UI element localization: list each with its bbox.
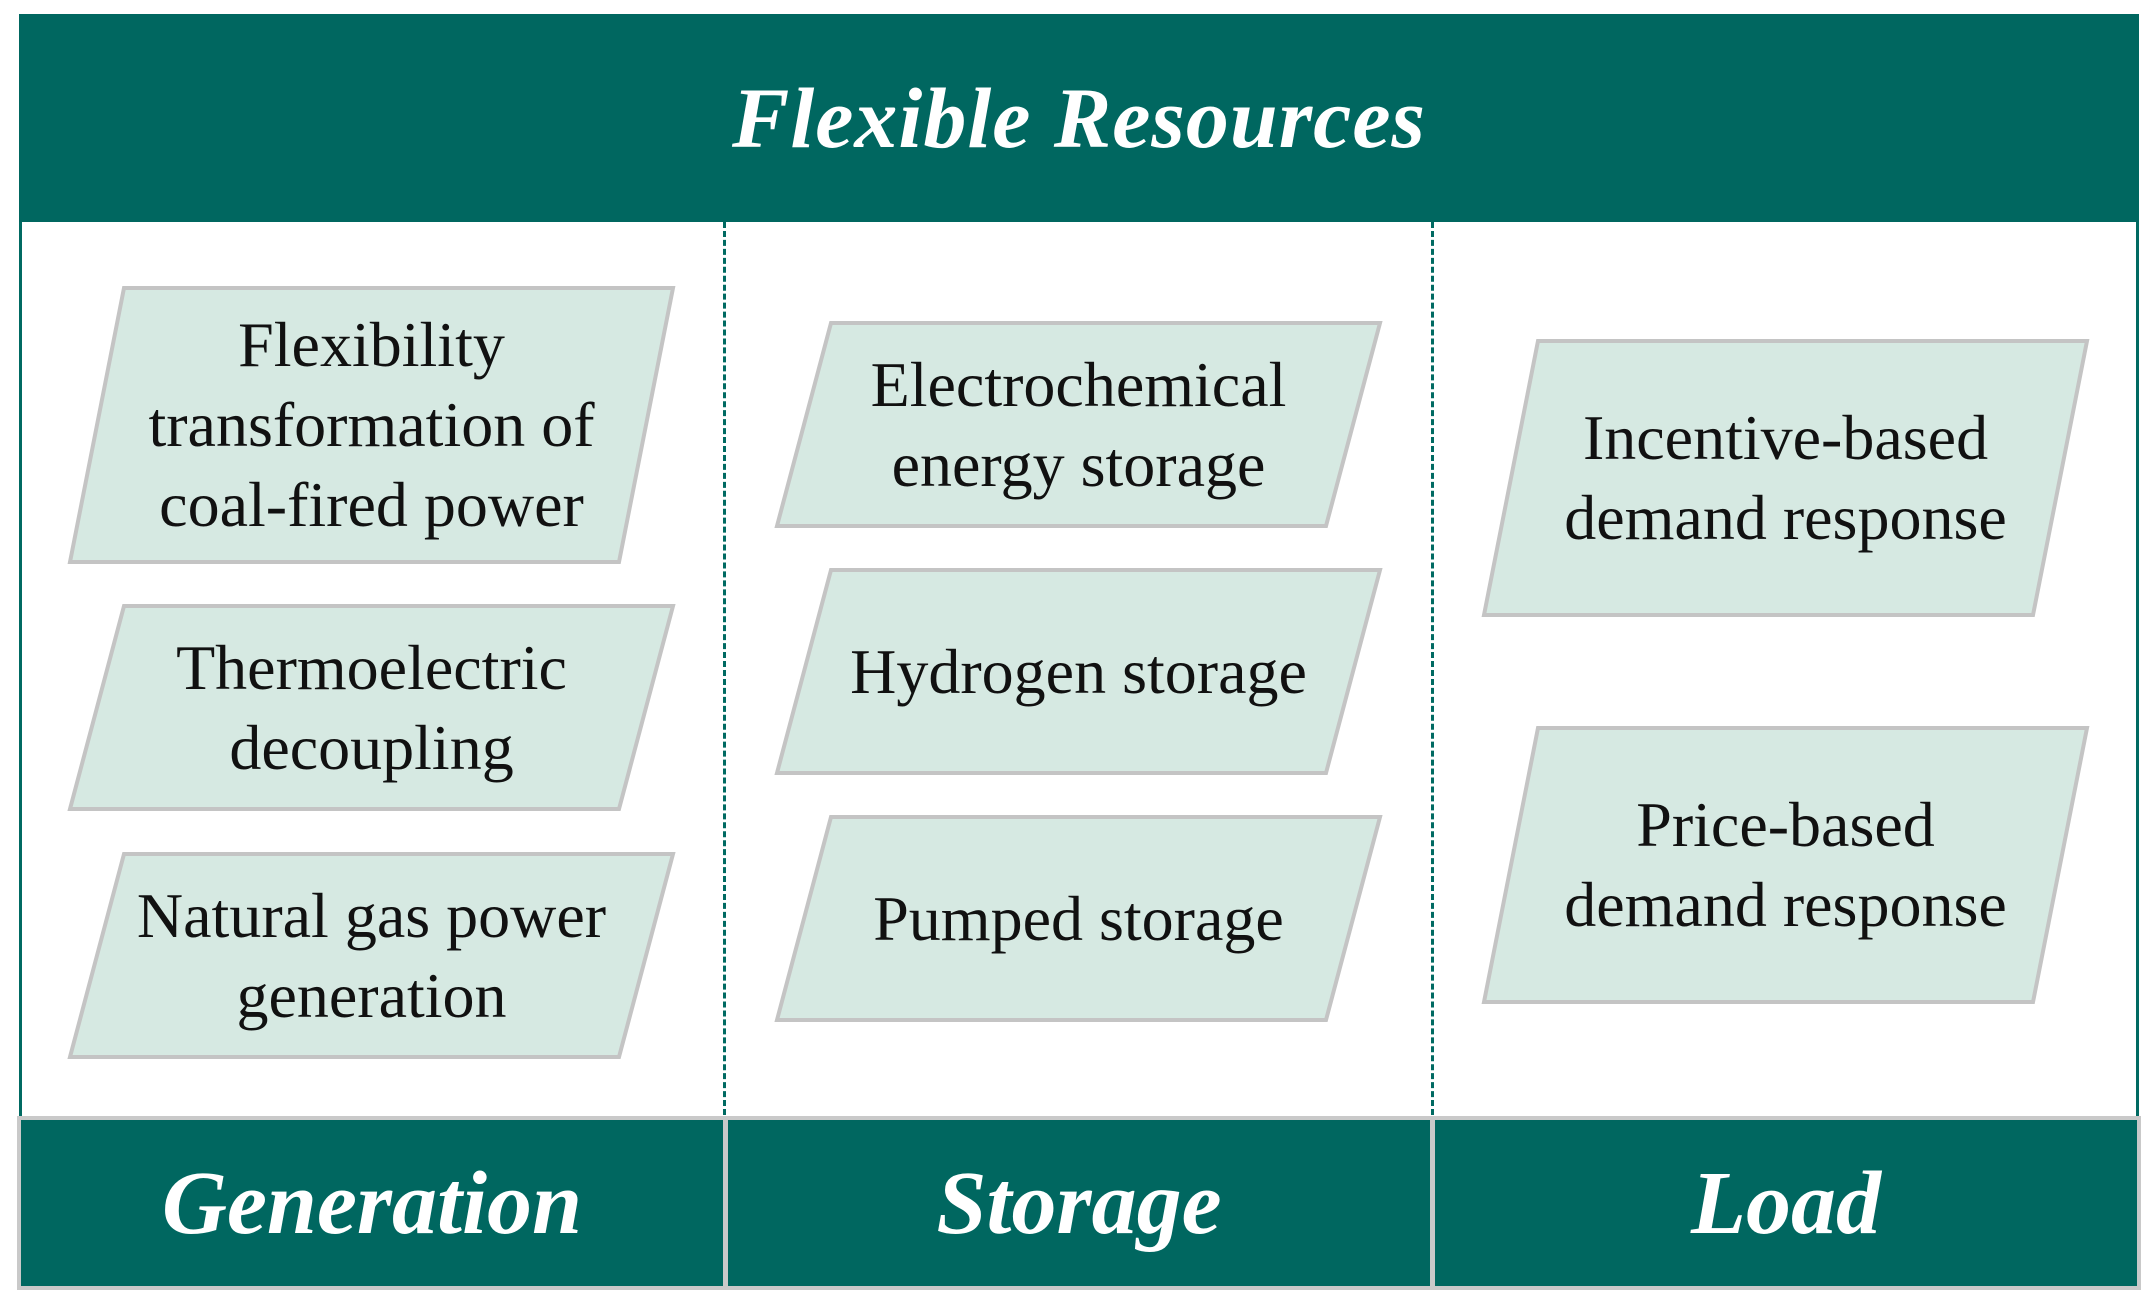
- resource-box-incentive-demand-response: Incentive-based demand response: [1481, 339, 2090, 617]
- diagram-title: Flexible Resources: [732, 70, 1426, 166]
- category-label: Storage: [936, 1153, 1222, 1253]
- category-load: Load: [1431, 1116, 2141, 1290]
- resource-box-coal-flexibility: Flexibility transformation of coal-fired…: [67, 286, 676, 564]
- resource-label: Incentive-based demand response: [1564, 402, 2007, 553]
- title-bar: Flexible Resources: [19, 14, 2139, 222]
- resource-box-hydrogen-storage: Hydrogen storage: [774, 568, 1383, 775]
- resource-label: Electrochemical energy storage: [870, 348, 1287, 500]
- resource-label: Hydrogen storage: [850, 635, 1307, 707]
- column-divider-1: [723, 222, 726, 1115]
- resource-label: Natural gas power generation: [136, 879, 607, 1031]
- resource-box-thermoelectric-decoupling: Thermoelectric decoupling: [67, 604, 676, 811]
- category-label: Generation: [161, 1153, 583, 1253]
- resource-label: Flexibility transformation of coal-fired…: [148, 309, 595, 540]
- resource-box-natural-gas: Natural gas power generation: [67, 852, 676, 1059]
- column-divider-2: [1431, 222, 1434, 1115]
- resource-label: Price-based demand response: [1564, 789, 2007, 940]
- category-storage: Storage: [724, 1116, 1434, 1290]
- resource-box-electrochemical-storage: Electrochemical energy storage: [774, 321, 1383, 528]
- resource-label: Pumped storage: [873, 882, 1284, 954]
- resource-box-price-demand-response: Price-based demand response: [1481, 726, 2090, 1004]
- category-label: Load: [1691, 1153, 1881, 1253]
- resource-box-pumped-storage: Pumped storage: [774, 815, 1383, 1022]
- category-generation: Generation: [17, 1116, 727, 1290]
- resource-label: Thermoelectric decoupling: [176, 631, 567, 783]
